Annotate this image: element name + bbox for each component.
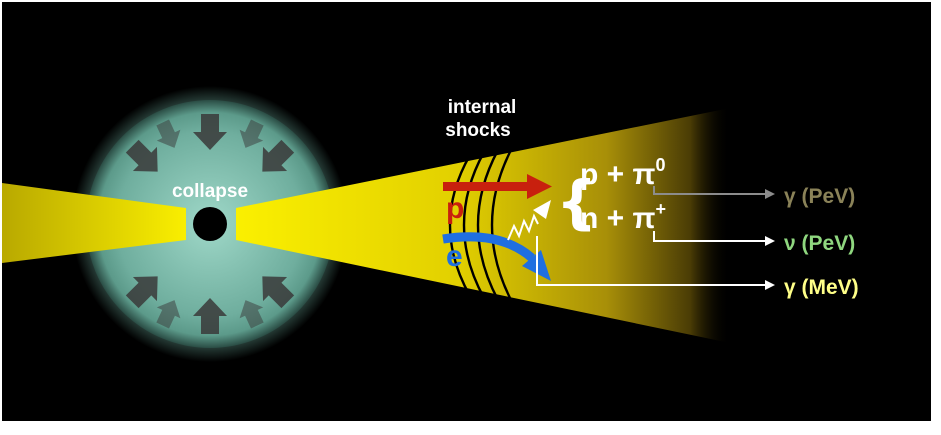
proton-arrow [443, 174, 552, 199]
inward-arrow-icon [239, 119, 264, 148]
wavy-photon-icon [507, 200, 551, 241]
proton-label: p [446, 192, 464, 225]
reaction-1-text: p + π [580, 158, 656, 191]
electron-label: e [446, 240, 463, 273]
left-jet [2, 183, 186, 263]
black-hole-icon [193, 207, 227, 241]
inward-arrow-icon [156, 119, 181, 148]
inward-arrow-icon [125, 139, 158, 172]
reaction-2: n + π+ [580, 199, 666, 235]
collapse-label: collapse [172, 181, 248, 202]
neutrino-pev-label: ν (PeV) [784, 232, 855, 255]
inward-arrow-icon [239, 300, 264, 329]
reaction-1-superscript: 0 [655, 155, 665, 175]
neutrino-pev-arrow [653, 231, 775, 246]
reaction-2-superscript: + [655, 199, 666, 219]
gamma-mev-arrow [536, 236, 775, 290]
internal-shocks-label-line2: shocks [445, 120, 510, 141]
inward-arrow-icon [193, 114, 227, 150]
reaction-2-text: n + π [580, 202, 656, 235]
reaction-brace: { [556, 168, 597, 236]
reaction-1: p + π0 [580, 155, 666, 191]
gamma-pev-label: γ (PeV) [784, 185, 855, 208]
gamma-mev-label: γ (MeV) [784, 276, 859, 299]
shock-fronts [448, 147, 514, 303]
gamma-pev-arrow [653, 186, 775, 199]
inward-arrow-icon [156, 300, 181, 329]
inward-arrow-icon [193, 298, 227, 334]
collapse-arrows [125, 114, 295, 334]
inward-arrow-icon [262, 276, 295, 309]
internal-shocks-label-line1: internal [448, 97, 517, 118]
inward-arrow-icon [262, 139, 295, 172]
inward-arrow-icon [125, 276, 158, 309]
